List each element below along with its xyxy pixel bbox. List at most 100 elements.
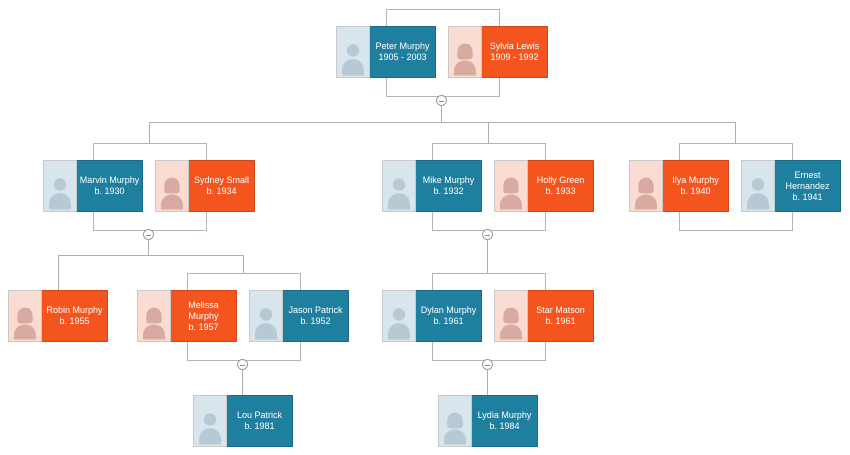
person-name: Ilya Murphy bbox=[672, 175, 719, 185]
person-dates: b. 1933 bbox=[545, 186, 576, 196]
person-dates: b. 1961 bbox=[433, 316, 464, 326]
person-dates: b. 1955 bbox=[59, 316, 90, 326]
person-dates: b. 1952 bbox=[300, 316, 331, 326]
person-photo bbox=[494, 160, 528, 212]
connector-line bbox=[242, 370, 243, 395]
person-label: Peter Murphy 1905 - 2003 bbox=[370, 26, 436, 78]
person-photo bbox=[8, 290, 42, 342]
connector-line bbox=[58, 255, 244, 256]
connector-line bbox=[148, 240, 149, 255]
person-label: Star Matson b. 1961 bbox=[528, 290, 594, 342]
person-card-sylvia[interactable]: Sylvia Lewis 1909 - 1992 bbox=[448, 26, 548, 78]
person-card-dylan[interactable]: Dylan Murphy b. 1961 bbox=[382, 290, 482, 342]
person-label: Marvin Murphy b. 1930 bbox=[77, 160, 143, 212]
person-card-star[interactable]: Star Matson b. 1961 bbox=[494, 290, 594, 342]
person-label: Lou Patrick b. 1981 bbox=[227, 395, 293, 447]
person-photo bbox=[494, 290, 528, 342]
person-photo bbox=[438, 395, 472, 447]
person-photo bbox=[43, 160, 77, 212]
person-label: Ernest Hernandez b. 1941 bbox=[775, 160, 841, 212]
person-name: Lydia Murphy bbox=[477, 410, 532, 420]
person-label: Dylan Murphy b. 1961 bbox=[416, 290, 482, 342]
connector-line bbox=[441, 106, 442, 122]
person-dates: b. 1984 bbox=[489, 421, 520, 431]
person-name: Melissa Murphy bbox=[188, 299, 219, 321]
person-card-marvin[interactable]: Marvin Murphy b. 1930 bbox=[43, 160, 143, 212]
person-label: Mike Murphy b. 1932 bbox=[416, 160, 482, 212]
person-label: Melissa Murphy b. 1957 bbox=[171, 290, 237, 342]
person-photo bbox=[741, 160, 775, 212]
female-silhouette-icon bbox=[142, 307, 166, 340]
person-card-peter[interactable]: Peter Murphy 1905 - 2003 bbox=[336, 26, 436, 78]
collapse-button[interactable] bbox=[482, 359, 493, 370]
person-dates: b. 1940 bbox=[680, 186, 711, 196]
connector-line bbox=[488, 122, 489, 143]
female-silhouette-icon bbox=[453, 43, 477, 76]
collapse-button[interactable] bbox=[436, 95, 447, 106]
person-name: Marvin Murphy bbox=[79, 175, 140, 185]
person-card-ilya[interactable]: Ilya Murphy b. 1940 bbox=[629, 160, 729, 212]
person-name: Ernest Hernandez bbox=[785, 169, 830, 191]
person-dates: b. 1941 bbox=[792, 191, 823, 202]
male-silhouette-icon bbox=[48, 178, 72, 210]
collapse-button[interactable] bbox=[143, 229, 154, 240]
person-card-ernest[interactable]: Ernest Hernandez b. 1941 bbox=[741, 160, 841, 212]
person-name: Lou Patrick bbox=[236, 410, 283, 420]
connector-line bbox=[149, 122, 150, 143]
person-dates: b. 1981 bbox=[244, 421, 275, 431]
person-card-jason[interactable]: Jason Patrick b. 1952 bbox=[249, 290, 349, 342]
connector-line bbox=[243, 255, 244, 273]
person-label: Sylvia Lewis 1909 - 1992 bbox=[482, 26, 548, 78]
person-card-lou[interactable]: Lou Patrick b. 1981 bbox=[193, 395, 293, 447]
person-photo bbox=[336, 26, 370, 78]
male-silhouette-icon bbox=[198, 413, 222, 445]
person-photo bbox=[137, 290, 171, 342]
person-label: Holly Green b. 1933 bbox=[528, 160, 594, 212]
person-name: Mike Murphy bbox=[422, 175, 475, 185]
collapse-button[interactable] bbox=[237, 359, 248, 370]
person-dates: 1909 - 1992 bbox=[490, 52, 539, 62]
male-silhouette-icon bbox=[387, 308, 411, 340]
connector-line bbox=[487, 240, 488, 273]
person-photo bbox=[382, 290, 416, 342]
person-dates: b. 1961 bbox=[545, 316, 576, 326]
person-dates: b. 1930 bbox=[94, 186, 125, 196]
person-name: Robin Murphy bbox=[46, 305, 103, 315]
female-silhouette-icon bbox=[634, 177, 658, 210]
male-silhouette-icon bbox=[341, 44, 365, 76]
person-card-sydney[interactable]: Sydney Small b. 1934 bbox=[155, 160, 255, 212]
person-photo bbox=[382, 160, 416, 212]
female-silhouette-icon bbox=[160, 177, 184, 210]
female-silhouette-icon bbox=[443, 412, 467, 445]
male-silhouette-icon bbox=[254, 308, 278, 340]
person-photo bbox=[249, 290, 283, 342]
person-label: Lydia Murphy b. 1984 bbox=[472, 395, 538, 447]
person-dates: 1905 - 2003 bbox=[378, 52, 427, 62]
connector-line bbox=[149, 122, 736, 123]
person-card-melissa[interactable]: Melissa Murphy b. 1957 bbox=[137, 290, 237, 342]
person-dates: b. 1934 bbox=[206, 186, 237, 196]
person-photo bbox=[448, 26, 482, 78]
person-name: Sylvia Lewis bbox=[489, 41, 540, 51]
person-name: Peter Murphy bbox=[375, 41, 430, 51]
person-photo bbox=[629, 160, 663, 212]
person-card-holly[interactable]: Holly Green b. 1933 bbox=[494, 160, 594, 212]
person-card-mike[interactable]: Mike Murphy b. 1932 bbox=[382, 160, 482, 212]
person-card-robin[interactable]: Robin Murphy b. 1955 bbox=[8, 290, 108, 342]
person-photo bbox=[193, 395, 227, 447]
female-silhouette-icon bbox=[499, 177, 523, 210]
female-silhouette-icon bbox=[13, 307, 37, 340]
person-name: Jason Patrick bbox=[288, 305, 343, 315]
connector-line bbox=[487, 370, 488, 395]
person-photo bbox=[155, 160, 189, 212]
male-silhouette-icon bbox=[746, 178, 770, 210]
person-card-lydia[interactable]: Lydia Murphy b. 1984 bbox=[438, 395, 538, 447]
female-silhouette-icon bbox=[499, 307, 523, 340]
collapse-button[interactable] bbox=[482, 229, 493, 240]
person-name: Sydney Small bbox=[193, 175, 250, 185]
connector-line bbox=[735, 122, 736, 143]
person-label: Ilya Murphy b. 1940 bbox=[663, 160, 729, 212]
person-name: Star Matson bbox=[536, 305, 585, 315]
person-name: Holly Green bbox=[536, 175, 585, 185]
